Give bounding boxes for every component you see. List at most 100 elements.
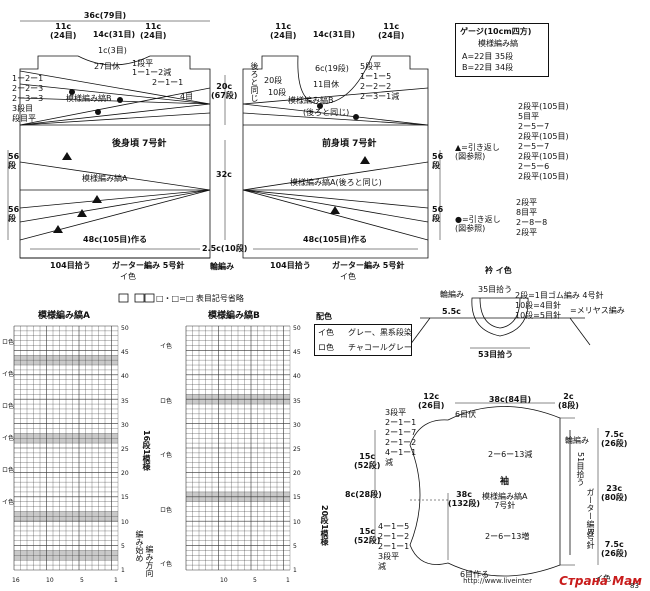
back-shoulder-right: 11c (24目) <box>140 22 167 40</box>
sleeve-height-1: 15c (52段) <box>354 452 381 470</box>
triangle-marker <box>62 152 72 160</box>
back-neck-rows: 1段平 1ー1ー2減 <box>132 59 172 77</box>
chart-a-color-label: イ色 <box>2 435 15 442</box>
front-neck-row: 5段平 <box>360 62 382 71</box>
sleeve-step-top: 4ー1ー1 <box>385 448 417 457</box>
back-rows-4: 4目 <box>180 92 194 101</box>
front-pattern-a: 模様編み縞A(後ろと同じ) <box>290 178 382 187</box>
chart-a-col-number: 10 <box>46 577 54 584</box>
chart-a-col-number: 5 <box>80 577 84 584</box>
sleeve-step-top: 3段平 <box>385 408 407 417</box>
collar-rows-2: 10段=4目針 <box>515 301 561 310</box>
back-bottom-width: 48c(105目)作る <box>83 235 147 244</box>
body-height: 32c <box>216 170 232 179</box>
chart-a-row-number: 35 <box>121 397 129 405</box>
chart-b-row-number: 35 <box>293 397 301 405</box>
sleeve-color: イ色 <box>595 574 611 583</box>
gauge-b: B=22目 34段 <box>462 63 514 72</box>
legend-triangle-row: 2ー5ー6 <box>518 162 550 171</box>
chart-a-row-number: 10 <box>121 518 129 526</box>
back-piece-name: 後身頃 7号針 <box>112 139 167 149</box>
front-shoulder-left: 11c (24目) <box>270 22 297 40</box>
chart-a-row-number: 20 <box>121 470 129 478</box>
source-url[interactable]: http://www.liveinter <box>463 577 532 585</box>
legend-circle-row: 2ー8ー8 <box>516 218 548 227</box>
rib-label: 輪編み <box>210 262 234 271</box>
chart-b-col-number: 10 <box>220 577 228 584</box>
sleeve-outline <box>409 406 561 577</box>
back-pattern-a: 模様編み縞A <box>82 174 128 183</box>
chart-a-color-label: イ色 <box>2 371 15 378</box>
back-shoulder-left: 11c (24目) <box>50 22 77 40</box>
sleeve-mid-height: 23c (80段) <box>601 484 628 502</box>
back-left-step: 2ー3ー3 <box>12 94 44 103</box>
chart-b-title: 模様編み縞B <box>208 311 260 321</box>
chart-b-color-label: ロ色 <box>160 506 173 514</box>
chart-b-row-number: 10 <box>293 518 301 526</box>
chart-b-row-number: 1 <box>293 567 297 574</box>
chart-b-color-label: イ色 <box>160 561 173 568</box>
legend-triangle-row: 2ー5ー7 <box>518 122 550 131</box>
front-height-1: 56 段 <box>432 152 444 170</box>
front-pattern-b: 模様編み縞B <box>288 96 334 105</box>
chart-b-col-number: 5 <box>253 577 257 584</box>
legend-triangle-label: ▲=引き返し (図参照) <box>455 143 500 161</box>
sleeve-step-top: 2ー1ー7 <box>385 428 417 437</box>
color-ro-label: ロ色 <box>318 343 334 352</box>
back-left-step: 段目平 <box>12 114 36 123</box>
legend-triangle-row: 2段平(105目) <box>518 132 569 141</box>
sleeve-step-bottom: 4ー1ー5 <box>378 522 410 531</box>
collar-pick: 35目拾う <box>478 285 513 294</box>
front-piece-name: 前身頃 7号針 <box>322 139 377 149</box>
chart-a-repeat: 16段1模様 <box>142 430 151 471</box>
back-left-step: 2ー2ー3 <box>12 84 44 93</box>
legend-circle-label: ●=引き返し (図参照) <box>455 215 501 233</box>
sleeve-right-width: 2c (8段) <box>558 392 579 410</box>
color-key-box: イ色 グレー、黒系段染 ロ色 チャコールグレー <box>314 324 412 356</box>
gauge-box: ゲージ(10cm四方) 模様編み縞 A=22目 35段 B=22目 34段 <box>455 23 549 77</box>
chart-b-grid <box>185 325 291 571</box>
front-pickup: 104目拾う <box>270 261 311 270</box>
chart-a-col-number: 1 <box>114 577 118 584</box>
front-neck-row: 1ー1ー5 <box>360 72 392 81</box>
gauge-sub: 模様編み縞 <box>478 39 518 48</box>
sleeve-height-3: 15c (52段) <box>354 527 381 545</box>
sleeve-step-top: 減 <box>385 458 393 467</box>
back-neck-rest: 1c(3目) <box>98 46 127 55</box>
chart-b-color-label: イ色 <box>160 343 173 350</box>
chart-a-row-number: 25 <box>121 446 129 453</box>
chart-a-row-number: 15 <box>121 494 129 502</box>
legend-circle-row: 8目平 <box>516 208 538 217</box>
front-garter: ガーター編み 5号針 <box>332 261 405 270</box>
legend-triangle-row: 5目平 <box>518 112 540 121</box>
front-neck-row: 2ー2ー2 <box>360 82 392 91</box>
chart-a-color-label: ロ色 <box>2 339 15 346</box>
sleeve-step-top: 2ー1ー2 <box>385 438 417 447</box>
chart-a-color-label: ロ色 <box>2 403 15 410</box>
sleeve-step-bottom: 2ー1ー2 <box>378 532 410 541</box>
front-side-note: 後ろと同じ <box>250 62 259 102</box>
gauge-a: A=22目 35段 <box>462 52 514 61</box>
watermark-logo: Страна Мам <box>559 574 642 588</box>
legend-triangle-row: 2ー5ー7 <box>518 142 550 151</box>
front-rows-10: 10段 <box>268 88 287 97</box>
chart-a-color-label: ロ色 <box>2 467 15 474</box>
collar-rib-label: 輪編み <box>440 290 464 299</box>
chart-a-col-number: 16 <box>12 577 20 584</box>
sleeve-pattern: 模様編み縞A 7号針 <box>482 492 528 510</box>
sleeve-step-bottom: 2ー1ー1 <box>378 542 410 551</box>
collar-title: 衿 イ色 <box>485 266 512 275</box>
chart-a-start: 編み始め <box>135 530 144 562</box>
chart-a-row-number: 45 <box>121 349 129 357</box>
sleeve-dec-top: 2ー6ー13減 <box>488 450 533 459</box>
chart-a-row-number: 5 <box>121 542 125 550</box>
sleeve-step-bottom: 減 <box>378 562 386 571</box>
symbol-note: □・□=□ 表目記号省略 <box>156 294 244 303</box>
sleeve-top-width: 38c(84目) <box>488 395 532 404</box>
chart-b-row-number: 30 <box>293 421 301 429</box>
sleeve-left-width: 12c (26目) <box>418 392 445 410</box>
chart-a-color-label: イ色 <box>2 499 15 506</box>
collar-bottom: 53目拾う <box>478 350 514 359</box>
